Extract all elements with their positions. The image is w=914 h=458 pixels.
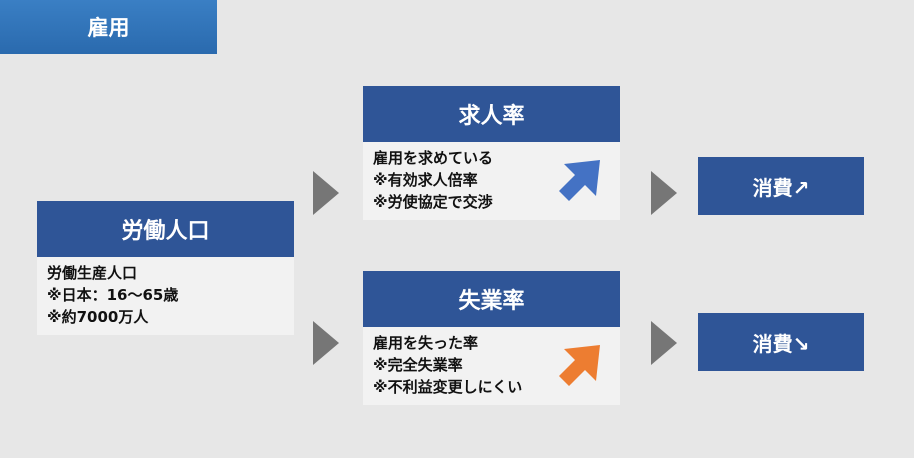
up-right-arrow-icon (559, 160, 600, 201)
consumption-up-box: 消費↗ (698, 157, 864, 215)
unemployment-line-2: ※完全失業率 (373, 356, 463, 374)
unemployment-rate-body: 雇用を失った率 ※完全失業率 ※不利益変更しにくい (363, 327, 620, 405)
labor-population-box: 労働人口 労働生産人口 ※日本：16～65歳 ※約7000万人 (37, 201, 294, 335)
connector-arrow-to-consumption-up (651, 171, 677, 215)
up-right-arrow-icon (559, 345, 600, 386)
unemployment-rate-box: 失業率 雇用を失った率 ※完全失業率 ※不利益変更しにくい (363, 271, 620, 405)
job-offer-rate-box: 求人率 雇用を求めている ※有効求人倍率 ※労使協定で交渉 (363, 86, 620, 220)
connector-arrow-to-consumption-down (651, 321, 677, 365)
labor-population-body: 労働生産人口 ※日本：16～65歳 ※約7000万人 (37, 257, 294, 335)
labor-population-title: 労働人口 (37, 201, 294, 257)
job-offer-rate-title: 求人率 (363, 86, 620, 142)
consumption-down-box: 消費↘ (698, 313, 864, 371)
labor-line-2: ※日本：16～65歳 (47, 286, 179, 304)
connector-arrow-to-job-offer (313, 171, 339, 215)
section-title: 雇用 (0, 0, 217, 54)
unemployment-line-3: ※不利益変更しにくい (373, 378, 523, 396)
unemployment-rate-title: 失業率 (363, 271, 620, 327)
job-offer-line-1: 雇用を求めている (373, 149, 494, 167)
job-offer-line-2: ※有効求人倍率 (373, 171, 478, 189)
connector-arrow-to-unemployment (313, 321, 339, 365)
job-offer-line-3: ※労使協定で交渉 (373, 193, 493, 211)
unemployment-line-1: 雇用を失った率 (373, 334, 479, 352)
labor-line-1: 労働生産人口 (47, 264, 138, 282)
labor-line-3: ※約7000万人 (47, 308, 149, 326)
